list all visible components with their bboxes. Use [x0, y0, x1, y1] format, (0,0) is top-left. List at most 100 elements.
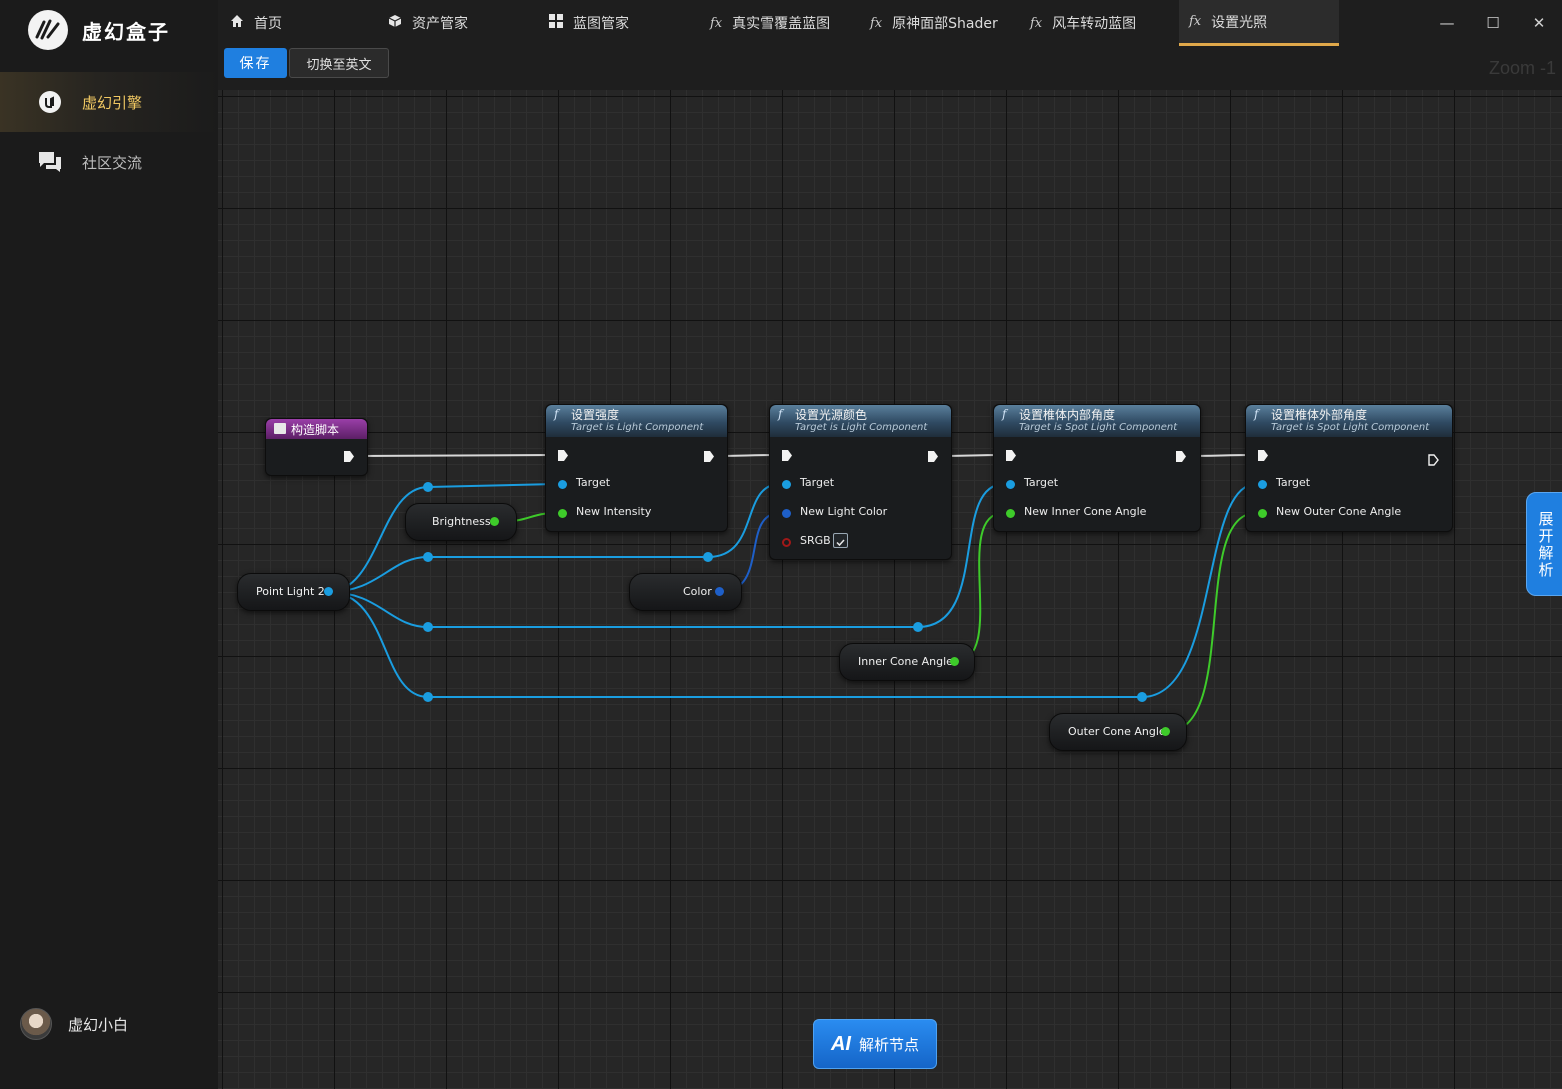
color-out-pin[interactable]: [715, 587, 724, 596]
target-pin[interactable]: [1006, 480, 1015, 489]
expand-analysis-button[interactable]: 展开解析: [1526, 492, 1562, 596]
tab-label: 资产管家: [412, 16, 468, 32]
tab-genshin-shader[interactable]: fx 原神面部Shader: [870, 0, 998, 46]
tab-label: 真实雪覆盖蓝图: [732, 16, 831, 32]
node-title: 构造脚本: [291, 423, 340, 437]
variable-label: Color: [683, 585, 712, 598]
node-title: 设置强度: [571, 408, 620, 422]
pin-label: SRGB: [800, 534, 831, 547]
tab-label: 蓝图管家: [573, 16, 629, 32]
srgb-pin[interactable]: [782, 538, 791, 547]
exec-out-pin[interactable]: [344, 451, 354, 462]
variable-label: Point Light 2: [256, 585, 325, 598]
inner-cone-angle-out-pin[interactable]: [950, 657, 959, 666]
function-icon: fx: [710, 15, 723, 31]
exec-in-pin[interactable]: [782, 450, 792, 461]
outer-cone-angle-out-pin[interactable]: [1161, 727, 1170, 736]
user-profile[interactable]: 虚幻小白: [20, 1008, 128, 1040]
node-subtitle: Target is Light Component: [571, 422, 704, 433]
tab-label: 设置光照: [1211, 14, 1268, 31]
tab-label: 风车转动蓝图: [1052, 16, 1137, 32]
pin-label: New Light Color: [800, 505, 888, 518]
event-icon: [274, 423, 286, 434]
inner-cone-angle-variable-node[interactable]: Inner Cone Angle: [839, 643, 975, 681]
srgb-checkbox[interactable]: [833, 533, 848, 548]
tab-blueprint-manager[interactable]: 蓝图管家: [549, 0, 629, 46]
sidebar-item-label: 社区交流: [82, 153, 143, 172]
save-button[interactable]: 保存: [224, 48, 287, 78]
app-logo: 虚幻盒子: [28, 10, 170, 50]
exec-in-pin[interactable]: [1006, 450, 1016, 461]
function-icon: fx: [1189, 14, 1202, 29]
cube-icon: [388, 14, 402, 32]
function-icon: fx: [1030, 15, 1043, 31]
sidebar-item-community[interactable]: 社区交流: [0, 132, 218, 192]
exec-out-pin[interactable]: [1428, 451, 1439, 466]
tab-asset-manager[interactable]: 资产管家: [388, 0, 468, 46]
exec-in-pin[interactable]: [1258, 450, 1268, 461]
point-light-out-pin[interactable]: [324, 587, 333, 596]
zoom-indicator: Zoom -1: [1488, 58, 1556, 78]
function-icon: fx: [870, 15, 883, 31]
function-node-header: f 设置强度 Target is Light Component: [546, 405, 727, 437]
pin-label: Target: [576, 476, 611, 489]
tab-home[interactable]: 首页: [230, 0, 282, 46]
pin-label: Target: [800, 476, 835, 489]
node-title: 设置椎体外部角度: [1271, 408, 1368, 422]
expand-analysis-label: 展开解析: [1538, 510, 1554, 579]
exec-out-pin[interactable]: [928, 451, 938, 462]
home-icon: [230, 14, 244, 32]
new-inner-cone-angle-pin[interactable]: [1006, 509, 1015, 518]
point-light-variable-node[interactable]: Point Light 2: [237, 573, 350, 611]
function-icon: f: [1254, 407, 1259, 421]
sidebar-item-label: 虚幻引擎: [82, 93, 143, 112]
tab-snow-blueprint[interactable]: fx 真实雪覆盖蓝图: [710, 0, 830, 46]
new-intensity-pin[interactable]: [558, 509, 567, 518]
ai-icon: AI: [830, 1032, 851, 1055]
set-intensity-node[interactable]: f 设置强度 Target is Light Component Target …: [545, 404, 728, 532]
ai-analyze-nodes-button[interactable]: AI 解析节点: [813, 1019, 937, 1069]
outer-cone-angle-variable-node[interactable]: Outer Cone Angle: [1049, 713, 1187, 751]
construction-script-node[interactable]: 构造脚本: [265, 418, 368, 476]
exec-out-pin[interactable]: [1176, 451, 1186, 462]
node-subtitle: Target is Spot Light Component: [1019, 422, 1178, 433]
sidebar: 虚幻盒子 虚幻引擎 社区交流 虚幻小白: [0, 0, 218, 1089]
tab-windmill-blueprint[interactable]: fx 风车转动蓝图: [1030, 0, 1136, 46]
set-inner-cone-angle-node[interactable]: f 设置椎体内部角度 Target is Spot Light Componen…: [993, 404, 1201, 532]
function-icon: f: [554, 407, 559, 421]
variable-label: Outer Cone Angle: [1068, 725, 1166, 738]
blueprint-graph-canvas[interactable]: [218, 90, 1562, 1089]
function-node-header: f 设置椎体内部角度 Target is Spot Light Componen…: [994, 405, 1200, 437]
maximize-button[interactable]: ☐: [1486, 14, 1500, 32]
checkmark-icon: [836, 539, 845, 547]
brightness-out-pin[interactable]: [490, 517, 499, 526]
set-light-color-node[interactable]: f 设置光源颜色 Target is Light Component Targe…: [769, 404, 952, 560]
node-subtitle: Target is Spot Light Component: [1271, 422, 1430, 433]
brightness-variable-node[interactable]: Brightness: [405, 503, 517, 541]
set-outer-cone-angle-node[interactable]: f 设置椎体外部角度 Target is Spot Light Componen…: [1245, 404, 1453, 532]
target-pin[interactable]: [558, 480, 567, 489]
tab-label: 首页: [254, 16, 282, 32]
target-pin[interactable]: [782, 480, 791, 489]
logo-icon: [28, 10, 68, 50]
switch-language-button[interactable]: 切换至英文: [289, 48, 389, 78]
app-name: 虚幻盒子: [82, 19, 170, 44]
tab-set-lighting[interactable]: fx 设置光照: [1179, 0, 1339, 46]
close-button[interactable]: ✕: [1532, 14, 1546, 32]
sidebar-item-unreal-engine[interactable]: 虚幻引擎: [0, 72, 218, 132]
toolbar: 保存 切换至英文 Zoom -1: [218, 46, 1562, 90]
new-light-color-pin[interactable]: [782, 509, 791, 518]
new-outer-cone-angle-pin[interactable]: [1258, 509, 1267, 518]
target-pin[interactable]: [1258, 480, 1267, 489]
pin-label: Target: [1276, 476, 1311, 489]
tab-bar: 首页 资产管家 蓝图管家 fx 真实雪覆盖蓝图 fx 原神面部Shader fx…: [218, 0, 1562, 47]
exec-out-pin[interactable]: [704, 451, 714, 462]
user-name: 虚幻小白: [68, 1015, 129, 1034]
minimize-button[interactable]: —: [1439, 14, 1455, 32]
function-icon: f: [1002, 407, 1007, 421]
node-subtitle: Target is Light Component: [795, 422, 928, 433]
color-variable-node[interactable]: Color: [629, 573, 742, 611]
function-icon: f: [778, 407, 783, 421]
node-title: 设置光源颜色: [795, 408, 868, 422]
exec-in-pin[interactable]: [558, 450, 568, 461]
